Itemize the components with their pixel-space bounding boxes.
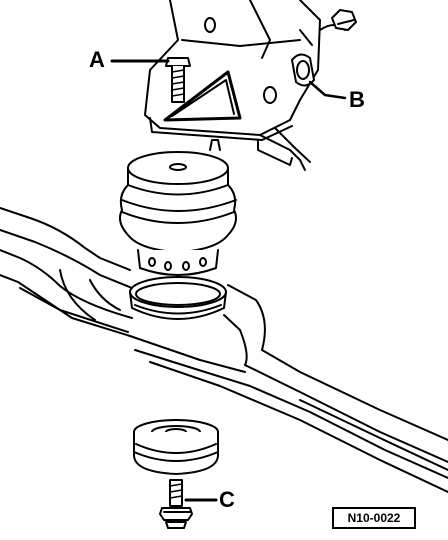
engine-mount	[119, 139, 237, 320]
callout-c: C	[219, 487, 235, 512]
bolt-a	[165, 57, 191, 103]
figure-id: N10-0022	[332, 507, 416, 529]
lower-buffer	[133, 419, 219, 475]
engine-bracket	[144, 0, 357, 171]
callout-a: A	[89, 47, 105, 72]
callout-b-leader	[308, 80, 347, 100]
callout-b: B	[349, 87, 365, 112]
bolt-c	[159, 479, 193, 529]
subframe	[0, 207, 448, 493]
